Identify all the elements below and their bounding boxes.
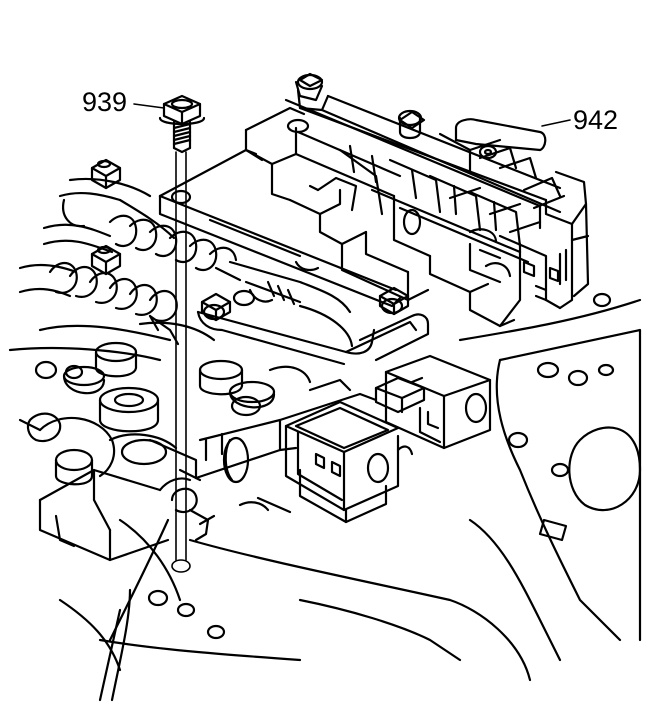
callout-942-label: 942 xyxy=(573,105,619,135)
wiring-connector xyxy=(284,400,414,524)
retaining-bracket xyxy=(138,297,430,366)
bolt-939 xyxy=(158,94,206,154)
callout-939-label: 939 xyxy=(82,87,128,117)
mounting-bolts xyxy=(90,72,426,322)
harness-clip xyxy=(108,487,216,642)
callout-leaders xyxy=(133,103,571,127)
valve-bores xyxy=(18,341,312,486)
valve-body-casting xyxy=(8,289,642,682)
control-module xyxy=(244,73,590,328)
module-mounting-plate xyxy=(158,148,402,308)
pressure-switch-connector xyxy=(374,354,492,450)
alignment-line xyxy=(171,151,191,573)
valve-springs xyxy=(18,177,354,348)
